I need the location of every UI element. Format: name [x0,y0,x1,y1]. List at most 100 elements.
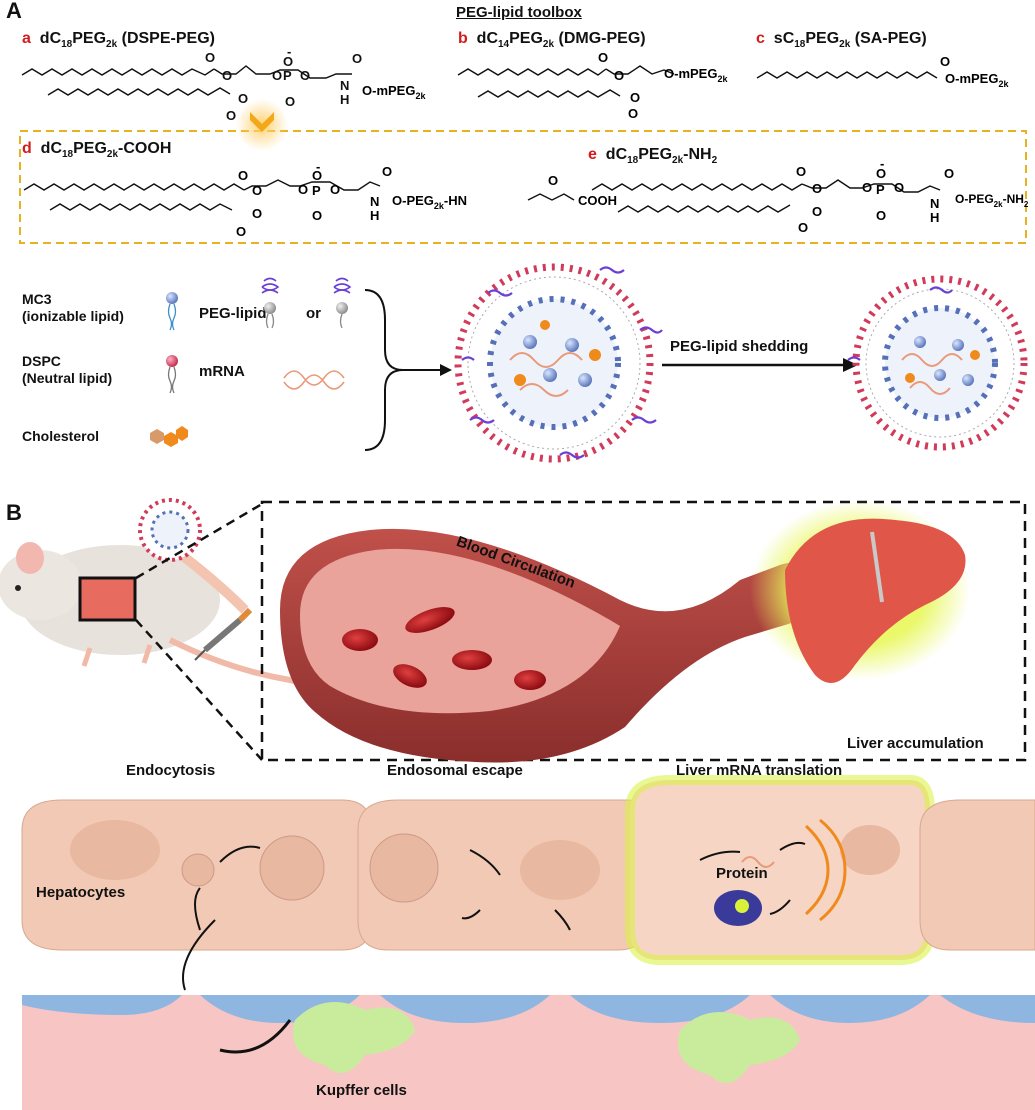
atom-p: P [283,68,292,83]
peg-lipid-icon-2 [333,277,352,329]
svg-text:O: O [312,168,322,183]
liver-translation-label: Liver mRNA translation [676,762,843,779]
transform-arrow-icon [250,112,274,132]
chain-d-2 [49,203,233,211]
dspc-icon [166,355,178,394]
atom-o: O [628,106,638,121]
compound-e-end: O-PEG2k-NH2 [955,192,1029,209]
svg-text:O: O [382,164,392,179]
pathway-arrows [182,841,806,1054]
charge-minus: - [287,44,291,59]
compound-e-name: e dC18PEG2k-NH2 [588,146,718,167]
legend-cholesterol: Cholesterol [22,428,100,444]
svg-text:H: H [930,210,939,225]
chemical-structures: O O O O O P O - O O N H O O-mPEG2k O O O… [19,44,1029,244]
panel-b-label: B [6,500,22,525]
succinyl-d [527,193,575,201]
atom-o: O [226,108,236,123]
peg-lipid-icon-1 [261,277,280,329]
legend-or: or [306,305,321,322]
protein-label: Protein [716,865,768,882]
chain-b-1 [457,68,607,76]
atom-n: N [340,78,349,93]
svg-text:O: O [876,166,886,181]
toolbox-title: PEG-lipid toolbox [456,4,582,21]
chain-b-2 [477,89,621,98]
lnp-with-peg [454,263,663,463]
svg-text:O: O [944,166,954,181]
svg-text:O: O [894,180,904,195]
svg-text:O: O [312,208,322,223]
chain-a-2 [47,87,231,96]
chain-a-1 [21,68,215,76]
svg-text:O: O [876,208,886,223]
chain-e-1 [591,183,803,191]
compound-a-name: a dC18PEG2k (DSPE-PEG) [22,30,215,51]
cholesterol-icon [150,426,188,447]
endosomal-escape-label: Endosomal escape [387,762,523,779]
compound-d-acid: COOH [578,193,617,208]
legend-peg-lipid: PEG-lipid [199,305,267,322]
atom-o: O [283,54,293,69]
svg-text:N: N [370,194,379,209]
svg-text:N: N [930,196,939,211]
mouse-illustration [0,498,313,701]
svg-text:O: O [252,183,262,198]
chain-c-1 [756,71,938,79]
kupffer-cells-label: Kupffer cells [316,1082,407,1099]
svg-text:O: O [548,173,558,188]
svg-text:O: O [298,182,308,197]
atom-o: O [352,51,362,66]
mrna-icon [283,370,345,390]
compound-b-end: O-mPEG2k [664,66,728,84]
svg-text:O: O [812,181,822,196]
atom-o: O [598,50,608,65]
backbone-b [605,65,675,75]
shedding-label: PEG-lipid shedding [670,338,809,355]
lnp-after-shedding [847,275,1028,451]
panel-a-label: A [6,0,22,23]
assembly-brace [364,289,404,451]
assembly-arrow-head [440,364,452,376]
liver-illustration [750,500,970,683]
svg-text:O: O [862,180,872,195]
mc3-icon [166,292,178,331]
svg-text:-: - [880,156,884,171]
panel-b-illustration [0,498,1035,1110]
atom-o: O [222,68,232,83]
svg-text:O: O [252,206,262,221]
svg-text:-: - [316,159,320,174]
backbone-a [213,65,352,79]
svg-text:O: O [238,168,248,183]
legend-mrna: mRNA [199,363,245,380]
legend-mc3: MC3(ionizable lipid) [22,291,124,324]
svg-text:O: O [236,224,246,239]
svg-text:H: H [370,208,379,223]
svg-text:O: O [798,220,808,235]
liver-accumulation-label: Liver accumulation [847,735,984,752]
atom-o: O [940,54,950,69]
compound-a-end: O-mPEG2k [362,83,426,101]
atom-o: O [238,91,248,106]
zoom-box [260,500,1027,762]
atom-o: O [205,50,215,65]
svg-text:P: P [876,182,885,197]
svg-text:O: O [796,164,806,179]
legend-dspc: DSPC(Neutral lipid) [22,353,113,386]
svg-text:O: O [812,204,822,219]
svg-text:P: P [312,183,321,198]
backbone-d [243,179,381,191]
backbone-e [801,179,941,193]
compound-d-name: d dC18PEG2k-COOH [22,140,172,161]
hepatocyte-layer [21,775,1035,965]
shedding-arrow-head [843,358,858,372]
atom-o: O [272,68,282,83]
sinusoid [22,995,1035,1110]
hepatocytes-label: Hepatocytes [36,884,126,901]
atom-o: O [285,94,295,109]
lnp-assembly-diagram [150,263,1028,463]
chain-e-2 [617,204,791,213]
endocytosis-label: Endocytosis [126,762,216,779]
blood-vessel [280,528,816,763]
svg-text:O: O [330,182,340,197]
